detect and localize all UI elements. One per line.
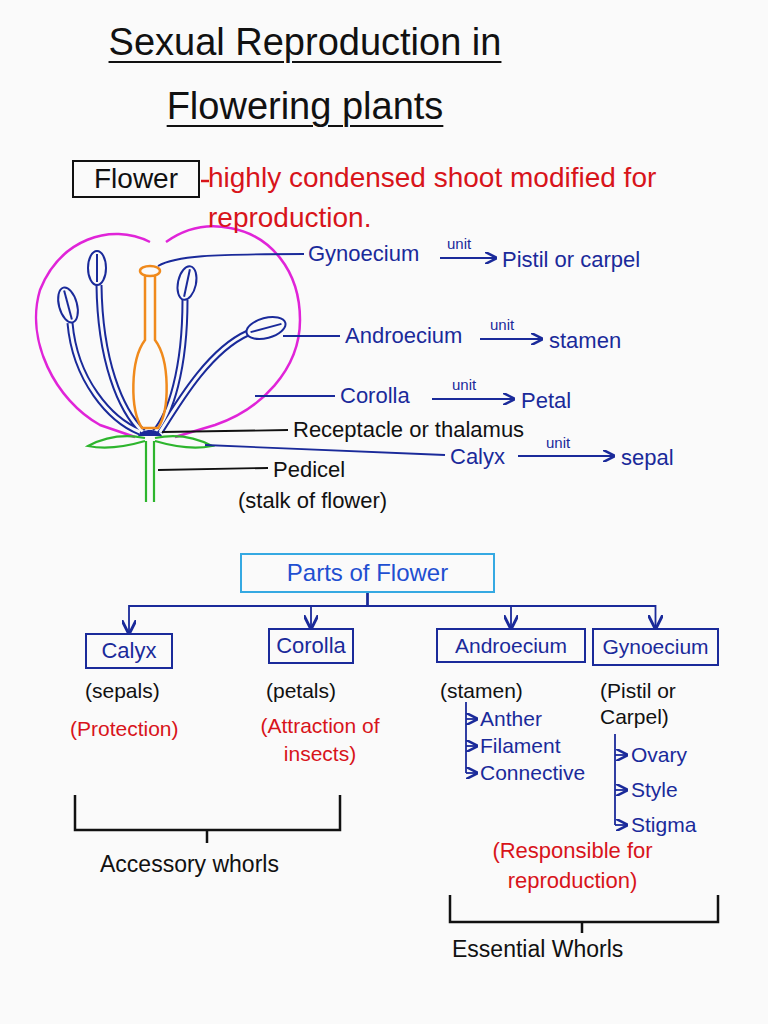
sepal (88, 436, 145, 447)
leader-line (158, 254, 304, 266)
list-arrow (615, 754, 627, 756)
whorl-box: Androecium (436, 628, 586, 663)
anther (88, 251, 106, 285)
stamen-part: Filament (480, 733, 610, 759)
page-title: Sexual Reproduction in Flowering plants (60, 10, 550, 138)
unit-name: Petal (521, 387, 641, 415)
anther (175, 265, 200, 302)
unit-name: stamen (549, 327, 699, 355)
box-text: Calyx (101, 639, 156, 663)
anther-line (184, 269, 190, 296)
whorl-box: Gynoecium (592, 628, 719, 666)
unit-label: unit (546, 434, 596, 453)
leader-line (283, 335, 340, 337)
filament-core (155, 300, 185, 432)
filament (160, 333, 248, 432)
petal-outline (36, 226, 300, 437)
list-stem (465, 702, 467, 773)
leader-line (162, 430, 288, 432)
list-arrow (615, 824, 627, 826)
whorl-unit: (sepals) (85, 678, 205, 704)
part-note: (stalk of flower) (238, 487, 478, 515)
pedicel (146, 441, 154, 502)
whorl-group: Accessory whorls (100, 850, 340, 879)
box-text: Parts of Flower (287, 560, 448, 586)
whorl-unit: (petals) (266, 678, 386, 704)
box-text: Corolla (276, 634, 346, 658)
list-arrow (466, 745, 477, 747)
stamen-part: Connective (480, 760, 610, 786)
brackets (75, 795, 718, 933)
function-note: (Responsible for reproduction) (445, 836, 700, 896)
unit-arrow (432, 398, 514, 400)
stigma (140, 266, 160, 276)
box-text: Gynoecium (602, 635, 708, 658)
list-arrow (466, 718, 477, 720)
box-text: Androecium (455, 634, 567, 657)
anther (55, 285, 82, 324)
whorl-box: Corolla (268, 628, 354, 664)
unit-label: unit (490, 316, 540, 335)
anthers (55, 251, 288, 343)
branch-arrow (368, 593, 512, 628)
pistil-part: Style (631, 777, 741, 803)
leader-line (255, 395, 335, 397)
bracket (450, 895, 718, 933)
list-arrow (466, 772, 477, 774)
function-note: (Protection) (70, 716, 220, 742)
function-note: (Attraction of insects) (255, 712, 385, 768)
anther (244, 313, 288, 343)
leader-line (158, 468, 268, 470)
filament-core (160, 333, 248, 432)
whorl-group: Essential Whorls (452, 935, 712, 964)
dash (201, 180, 209, 183)
unit-arrow (480, 338, 542, 340)
list-stem (614, 734, 616, 825)
bracket (75, 795, 340, 843)
unit-arrow (518, 455, 614, 457)
style-ovary (133, 276, 166, 428)
stamen-part: Anther (480, 706, 610, 732)
leader-line (205, 445, 445, 455)
whorl-box: Calyx (85, 633, 173, 669)
box-text: Flower (94, 164, 178, 195)
pistil-part: Stigma (631, 812, 741, 838)
unit-name: sepal (621, 444, 741, 472)
unit-arrow (440, 257, 496, 259)
part-name: Androecium (345, 322, 485, 350)
part-name: Calyx (450, 443, 540, 471)
anther-line (64, 291, 72, 320)
pistil (133, 266, 166, 428)
definition-note: highly condensed shoot modified for repr… (208, 158, 678, 238)
branch-arrow (368, 593, 656, 628)
list-arrow (615, 789, 627, 791)
root-box: Parts of Flower (240, 553, 495, 593)
unit-name: Pistil or carpel (502, 246, 722, 274)
term-box: Flower (72, 160, 200, 198)
unit-label: unit (452, 376, 502, 395)
branch-arrow (311, 593, 368, 628)
part-name: Gynoecium (308, 240, 448, 268)
receptacle (138, 430, 162, 436)
part-name: Corolla (340, 382, 450, 410)
whorl-unit: (Pistil or Carpel) (600, 678, 722, 730)
anther-line (251, 324, 282, 332)
part-name: Pedicel (273, 456, 393, 484)
sepal (155, 436, 212, 447)
anther-line (96, 254, 98, 282)
branch-arrow (129, 593, 368, 633)
stamen-filaments (70, 285, 248, 432)
unit-label: unit (447, 235, 497, 254)
whorl-unit: (stamen) (440, 678, 560, 704)
pistil-part: Ovary (631, 742, 741, 768)
